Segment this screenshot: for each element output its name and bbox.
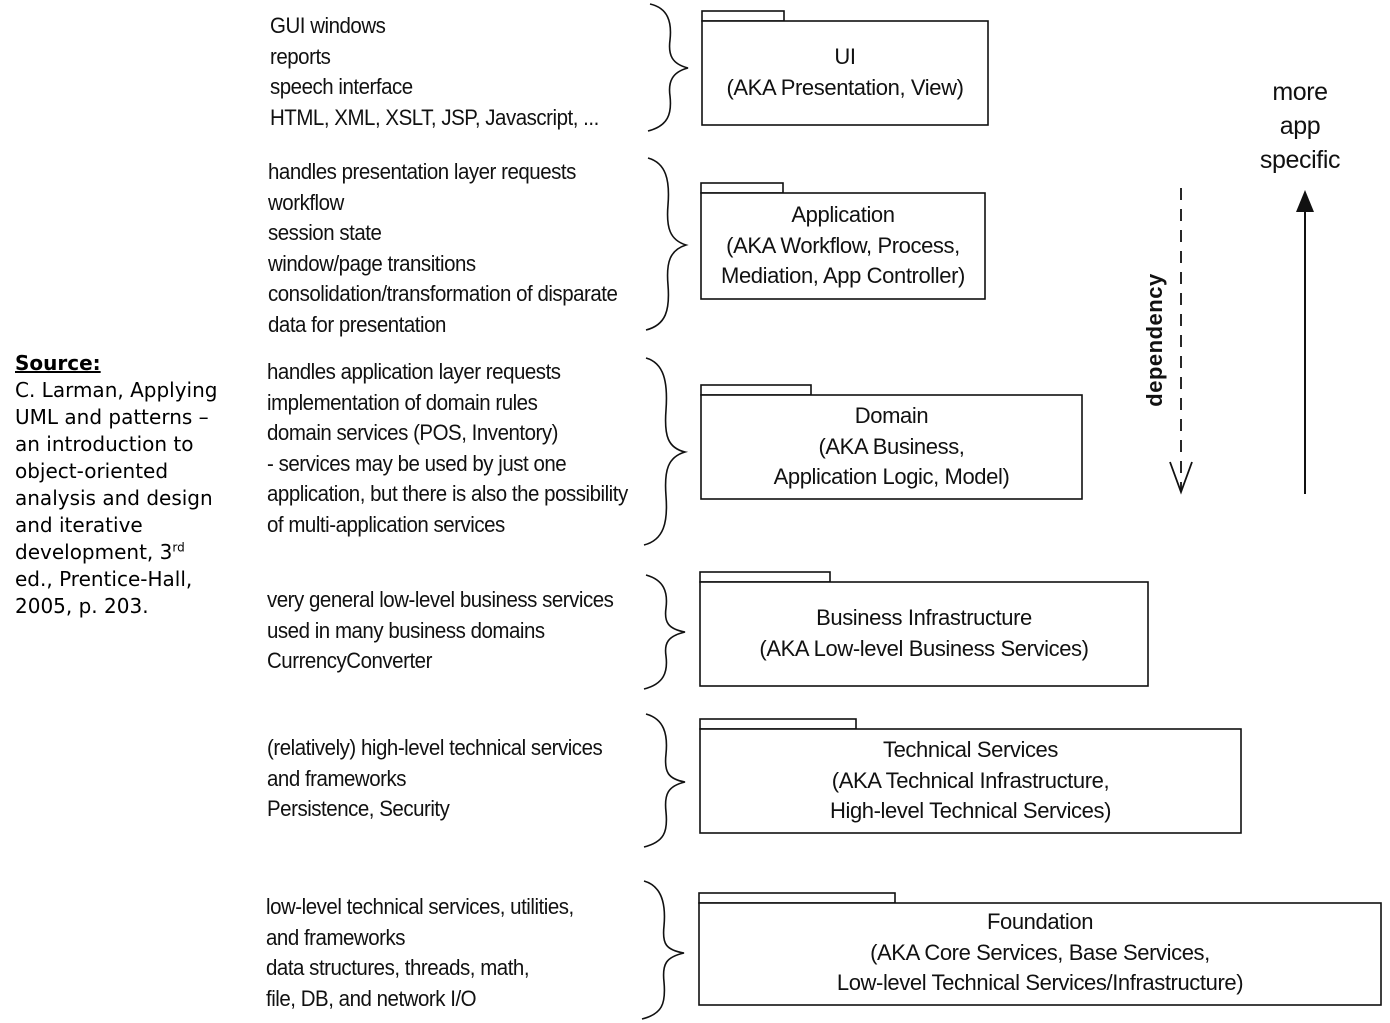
package-application [700,182,986,300]
package-label-application: Application (AKA Workflow, Process, Medi… [701,200,985,292]
package-title: Business Infrastructure [816,605,1032,630]
package-subtitle: Mediation, App Controller) [721,263,965,288]
desc-line: data structures, threads, math, [266,955,530,980]
package-label-foundation: Foundation (AKA Core Services, Base Serv… [699,907,1381,999]
layer-description-domain: handles application layer requests imple… [267,357,628,540]
source-line: C. Larman, Applying [15,378,218,402]
desc-line: low-level technical services, utilities, [266,894,574,919]
desc-line: and frameworks [267,765,407,791]
app-specific-line: more [1272,78,1328,106]
layer-description-ui: GUI windows reports speech interface HTM… [270,11,599,133]
desc-line: used in many business domains [267,617,545,643]
desc-line: handles application layer requests [267,359,561,384]
package-technical-services [699,718,1242,834]
desc-line: speech interface [270,74,413,99]
dependency-arrow [1169,188,1193,495]
package-subtitle: (AKA Core Services, Base Services, [870,939,1210,965]
desc-line: handles presentation layer requests [268,159,576,184]
source-dev-text: development, 3 [15,540,173,564]
brace-domain [643,357,689,546]
brace-business-infrastructure [643,574,686,690]
layer-description-technical-services: (relatively) high-level technical servic… [267,733,603,825]
source-line: and iterative [15,513,143,537]
package-subtitle: Low-level Technical Services/Infrastruct… [836,970,1244,995]
package-subtitle: (AKA Technical Infrastructure, [831,767,1110,793]
source-line: ed., Prentice-Hall, [15,567,193,591]
desc-line: file, DB, and network I/O [266,985,477,1011]
desc-line: and frameworks [266,924,406,950]
desc-line: session state [268,220,382,245]
desc-line: window/page transitions [268,250,476,276]
desc-line: very general low-level business services [267,587,614,612]
brace-application [645,157,689,331]
desc-line: GUI windows [270,13,386,38]
source-line-edition: development, 3rd [15,539,230,566]
desc-line: workflow [268,189,344,215]
package-subtitle: (AKA Presentation, View) [726,74,964,100]
app-specific-label: more app specific [1250,75,1350,177]
source-line: 2005, p. 203. [15,594,149,618]
package-title: Domain [854,403,929,428]
source-line: analysis and design [15,486,213,510]
source-citation: Source: C. Larman, Applying UML and patt… [15,350,230,620]
layer-description-business-infrastructure: very general low-level business services… [267,585,614,677]
package-business-infrastructure [699,571,1149,687]
app-specific-arrow [1296,190,1314,494]
desc-line: data for presentation [268,311,446,337]
app-specific-line: app [1279,112,1321,140]
desc-line: consolidation/transformation of disparat… [268,281,618,306]
desc-line: domain services (POS, Inventory) [267,420,559,445]
source-line: an introduction to [15,432,194,456]
package-title: Technical Services [883,737,1058,762]
dependency-label: dependency [1142,273,1167,407]
package-title: Application [791,202,895,227]
brace-ui [647,3,689,132]
package-title: Foundation [986,909,1094,934]
package-subtitle: Application Logic, Model) [773,464,1010,489]
desc-line: application, but there is also the possi… [267,481,628,506]
package-label-technical-services: Technical Services (AKA Technical Infras… [700,735,1241,827]
source-superscript: rd [172,540,185,555]
package-domain [700,384,1083,500]
desc-line: reports [270,43,331,69]
desc-line: (relatively) high-level technical servic… [267,735,603,760]
package-subtitle: (AKA Workflow, Process, [726,232,960,258]
desc-line: - services may be used by just one [267,450,567,476]
brace-technical-services [643,713,686,848]
desc-line: implementation of domain rules [267,389,538,415]
app-specific-line: specific [1259,146,1341,174]
package-label-domain: Domain (AKA Business, Application Logic,… [701,401,1082,493]
desc-line: HTML, XML, XSLT, JSP, Javascript, ... [270,104,599,130]
desc-line: Persistence, Security [267,796,450,821]
package-subtitle: High-level Technical Services) [829,798,1112,823]
layer-description-foundation: low-level technical services, utilities,… [266,892,574,1014]
source-heading: Source: [15,351,101,375]
source-line: object-oriented [15,459,169,483]
desc-line: of multi-application services [267,511,505,537]
package-subtitle: (AKA Business, [818,433,965,459]
layer-description-application: handles presentation layer requests work… [268,157,618,340]
package-title: UI [834,44,856,69]
package-ui [701,10,989,126]
package-label-ui: UI (AKA Presentation, View) [702,42,988,103]
package-subtitle: (AKA Low-level Business Services) [759,635,1089,661]
package-label-business-infrastructure: Business Infrastructure (AKA Low-level B… [700,603,1148,664]
desc-line: CurrencyConverter [267,648,432,673]
package-foundation [698,892,1382,1006]
brace-foundation [641,880,685,1020]
source-line: UML and patterns – [15,405,209,429]
